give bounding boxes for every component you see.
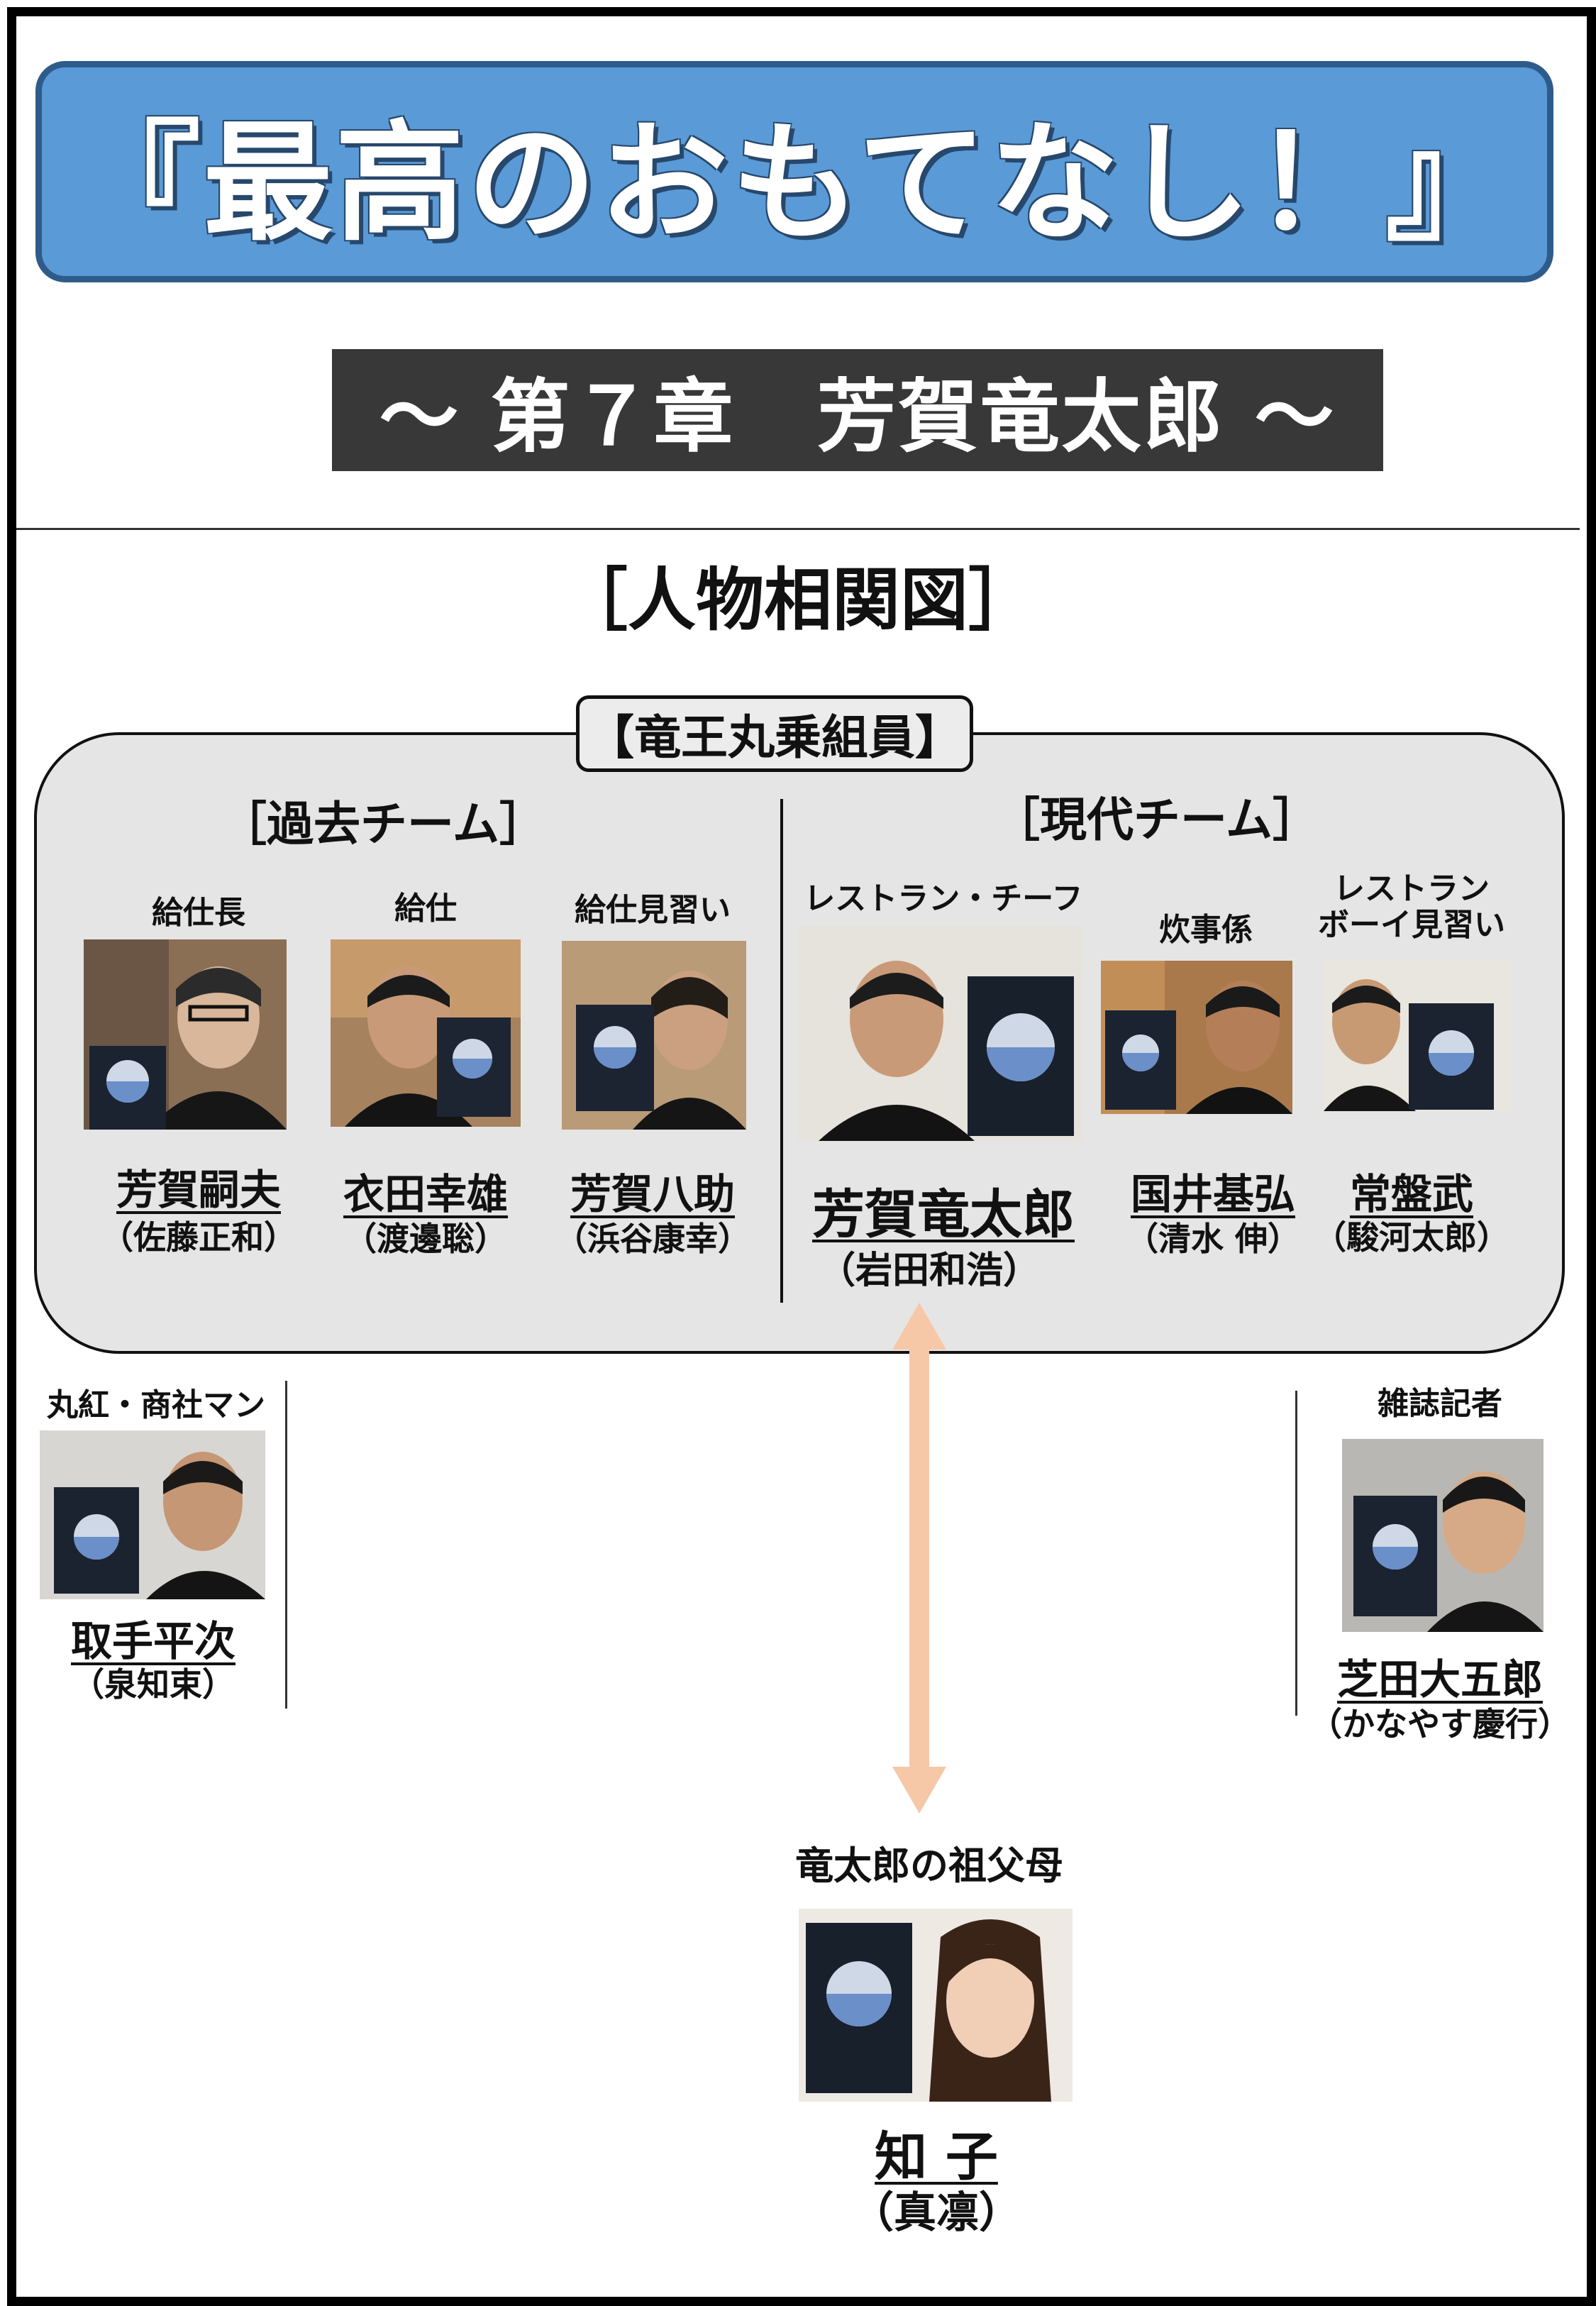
role-label: 給仕 (394, 890, 457, 927)
character-name: 芝田大五郎 (1336, 1655, 1543, 1704)
actor-name: （渡邊聡） (344, 1220, 507, 1258)
role-label: 竜太郎の祖父母 (795, 1843, 1063, 1888)
actor-name: （泉知束） (72, 1665, 235, 1704)
role-label: 給仕長 (152, 895, 245, 931)
page-frame (7, 7, 1596, 2306)
present-team-heading: ［現代チーム］ (992, 792, 1320, 847)
character-name: 取手平次 (70, 1617, 235, 1665)
crew-group-label: 【竜王丸乗組員】 (576, 695, 973, 772)
portrait-photo-ryutaro (797, 927, 1082, 1141)
character-name: 芳賀八助 (570, 1170, 735, 1218)
portrait-photo-yukio (331, 939, 521, 1127)
portrait-photo-hachisuke (562, 941, 746, 1130)
character-name: 衣田幸雄 (343, 1170, 508, 1218)
page-title: 『最高のおもてなし！』 (71, 106, 1518, 258)
portrait-photo-torite (40, 1430, 265, 1599)
header-divider (16, 528, 1580, 530)
side-divider-left (285, 1381, 287, 1709)
past-team-heading: ［過去チーム］ (219, 796, 547, 851)
portrait-photo-shibata (1342, 1439, 1544, 1632)
role-label: レストラン ボーイ見習い (1291, 871, 1532, 943)
side-divider-right (1295, 1391, 1297, 1716)
portrait-photo-tomoko (799, 1909, 1073, 2102)
role-label-line2: ボーイ見習い (1318, 906, 1505, 943)
title-banner: 『最高のおもてなし！』 (35, 61, 1553, 282)
portrait-photo-tsuguo (84, 939, 287, 1130)
portrait-photo-kunii (1101, 961, 1292, 1114)
actor-name: （岩田和浩） (818, 1249, 1040, 1292)
character-name: 国井基弘 (1130, 1170, 1295, 1218)
role-label: 炊事係 (1159, 912, 1253, 948)
actor-name: （浜谷康幸） (555, 1220, 750, 1258)
relationship-arrow (892, 1303, 946, 1814)
chapter-bar: ～ 第７章 芳賀竜太郎 ～ (332, 349, 1383, 471)
actor-name: （清水 伸） (1125, 1220, 1300, 1258)
chapter-title: ～ 第７章 芳賀竜太郎 ～ (379, 370, 1336, 463)
character-name: 芳賀嗣夫 (116, 1166, 281, 1214)
diagram-heading: ［人物相関図］ (560, 560, 1036, 640)
role-label-line1: レストラン (1334, 871, 1490, 907)
role-label: 給仕見習い (575, 892, 731, 928)
character-name: 知 子 (875, 2126, 998, 2188)
role-label: 雑誌記者 (1378, 1386, 1502, 1422)
role-label: レストラン・チーフ (804, 881, 1083, 917)
character-name-main: 芳賀竜太郎 (812, 1184, 1075, 1245)
actor-name: （佐藤正和） (101, 1218, 297, 1257)
character-name: 常盤武 (1349, 1170, 1473, 1218)
actor-name: （駿河太郎） (1314, 1218, 1509, 1257)
portrait-photo-tokiwa (1324, 961, 1511, 1111)
team-divider (780, 799, 783, 1303)
role-label: 丸紅・商社マン (47, 1387, 265, 1423)
actor-name: （真凛） (851, 2188, 1021, 2238)
actor-name: （かなやす慶行） (1309, 1705, 1570, 1743)
